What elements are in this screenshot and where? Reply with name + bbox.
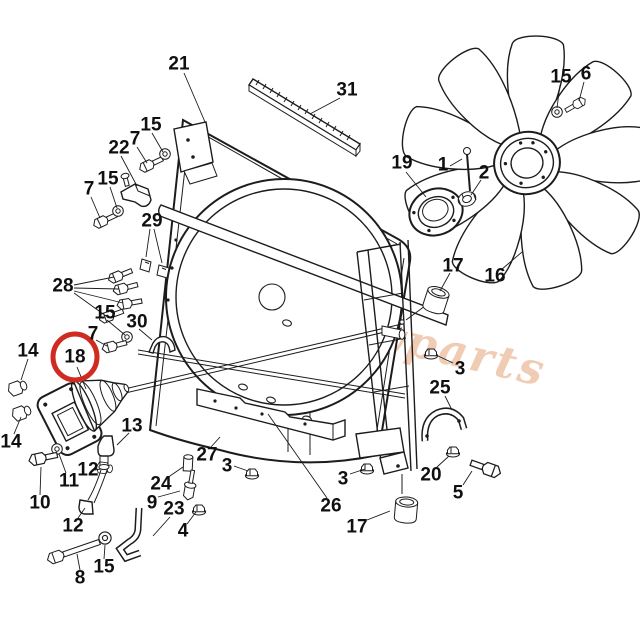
spacer-nut-part-2 <box>457 191 477 207</box>
part-label-12-15: 12 <box>77 460 98 481</box>
seal-strip <box>248 78 361 158</box>
part-label-19-37: 19 <box>391 153 412 174</box>
part-label-24-21: 24 <box>150 474 172 495</box>
part-label-15-35: 15 <box>550 67 572 88</box>
part-label-17-41: 17 <box>442 256 463 277</box>
part-label-3-29: 3 <box>338 469 349 490</box>
part-label-16-40: 16 <box>484 266 505 287</box>
part-label-15-20: 15 <box>93 557 115 578</box>
part-label-27-25: 27 <box>196 445 217 466</box>
part-label-21-0: 21 <box>168 54 190 75</box>
highlight-circle-part-18 <box>50 331 100 383</box>
part-label-29-6: 29 <box>141 211 162 232</box>
part-label-30-9: 30 <box>126 312 147 333</box>
part-label-3-26: 3 <box>222 456 233 477</box>
fan-hub <box>493 130 561 196</box>
part-label-4-24: 4 <box>178 521 189 542</box>
clamp-30 <box>148 335 176 354</box>
part-label-11-16: 11 <box>59 471 80 492</box>
part-label-12-18: 12 <box>62 516 83 537</box>
hose-fittings <box>5 377 197 565</box>
support-rod-upper <box>158 204 449 326</box>
part-label-15-8: 15 <box>94 303 116 324</box>
part-label-1-38: 1 <box>438 155 449 176</box>
part-label-15-4: 15 <box>97 169 119 190</box>
part-label-6-36: 6 <box>581 64 592 85</box>
part-label-2-39: 2 <box>479 163 490 184</box>
part-label-7-5: 7 <box>84 179 95 200</box>
part-label-14-12: 14 <box>17 341 39 362</box>
part-label-8-19: 8 <box>75 568 86 589</box>
part-label-18-11: 18 <box>64 347 85 368</box>
fan-flange-ring <box>408 187 464 237</box>
shroud-center-hole <box>258 283 286 311</box>
part-label-13-14: 13 <box>121 416 142 437</box>
bracket-22 <box>120 172 152 208</box>
hook-bracket-25 <box>421 407 468 442</box>
damper-upper <box>405 283 451 321</box>
part-label-23-23: 23 <box>163 499 184 520</box>
part-label-3-33: 3 <box>455 359 466 380</box>
part-label-7-10: 7 <box>88 324 99 345</box>
part-label-15-1: 15 <box>140 115 162 136</box>
part-label-25-32: 25 <box>429 378 451 399</box>
support-legs <box>355 239 418 494</box>
part-label-10-17: 10 <box>29 493 50 514</box>
tie-rod <box>137 349 406 399</box>
damper-lower <box>393 495 419 525</box>
rear-rod <box>102 323 403 399</box>
part-label-31-34: 31 <box>336 80 358 101</box>
strap-bracket-23 <box>115 507 143 563</box>
part-label-20-30: 20 <box>420 465 441 486</box>
fan-assembly <box>396 32 640 295</box>
part-label-9-22: 9 <box>147 493 158 514</box>
stud-part-1 <box>463 147 471 192</box>
upper-bracket-pad <box>173 121 218 185</box>
lower-channel-bracket <box>196 388 346 441</box>
part-label-26-27: 26 <box>320 496 341 517</box>
clips-29 <box>139 258 170 279</box>
part-label-5-31: 5 <box>453 483 464 504</box>
fan-shroud <box>148 118 412 464</box>
part-label-14-13: 14 <box>0 432 22 453</box>
part-label-17-28: 17 <box>346 517 367 538</box>
part-label-22-3: 22 <box>108 138 129 159</box>
part-label-28-7: 28 <box>52 276 73 297</box>
part-label-7-2: 7 <box>130 129 141 150</box>
